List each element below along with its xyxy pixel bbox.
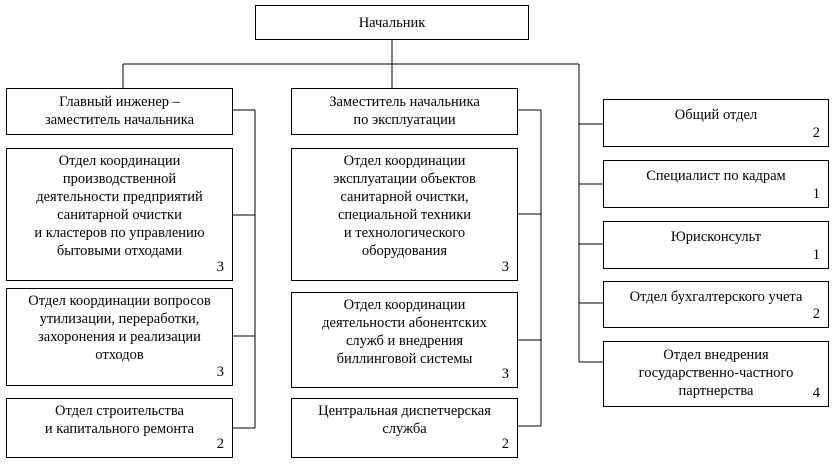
- middle-dept-1-label: Отдел координации эксплуатации объектов …: [333, 153, 476, 259]
- right-dept-1-box: Общий отдел 2: [603, 99, 829, 147]
- left-dept-2-count: 3: [216, 364, 224, 380]
- right-dept-4-label: Отдел бухгалтерского учета: [629, 289, 803, 305]
- left-dept-2-box: Отдел координации вопросов утилизации, п…: [6, 288, 233, 386]
- right-dept-2-count: 1: [812, 186, 820, 202]
- middle-dept-1-box: Отдел координации эксплуатации объектов …: [291, 148, 518, 281]
- chief-engineer-label: Главный инженер – заместитель начальника: [44, 94, 194, 128]
- head-label: Начальник: [358, 15, 426, 31]
- right-dept-5-box: Отдел внедрения государственно-частного …: [603, 341, 829, 407]
- right-dept-3-label: Юрисконсульт: [670, 229, 762, 245]
- deputy-ops-label: Заместитель начальника по эксплуатации: [329, 94, 480, 128]
- right-dept-4-box: Отдел бухгалтерского учета 2: [603, 281, 829, 328]
- left-dept-1-count: 3: [216, 259, 224, 275]
- right-dept-4-count: 2: [812, 306, 820, 322]
- left-dept-3-label: Отдел строительства и капитального ремон…: [44, 403, 195, 437]
- left-dept-3-box: Отдел строительства и капитального ремон…: [6, 398, 233, 458]
- left-dept-2-label: Отдел координации вопросов утилизации, п…: [28, 293, 211, 363]
- middle-dept-3-count: 2: [501, 436, 509, 452]
- right-dept-5-count: 4: [812, 385, 820, 401]
- middle-dept-3-box: Центральная диспетчерская служба 2: [291, 398, 518, 458]
- left-dept-3-count: 2: [216, 436, 224, 452]
- chief-engineer-box: Главный инженер – заместитель начальника: [6, 88, 233, 135]
- left-dept-1-box: Отдел координации производственной деяте…: [6, 148, 233, 281]
- middle-dept-1-count: 3: [501, 259, 509, 275]
- right-dept-5-label: Отдел внедрения государственно-частного …: [638, 347, 794, 399]
- right-dept-2-box: Специалист по кадрам 1: [603, 160, 829, 208]
- middle-dept-2-count: 3: [501, 366, 509, 382]
- head-box: Начальник: [255, 5, 529, 40]
- middle-dept-3-label: Центральная диспетчерская служба: [318, 403, 491, 437]
- left-dept-1-label: Отдел координации производственной деяте…: [34, 153, 205, 259]
- middle-dept-2-label: Отдел координации деятельности абонентск…: [322, 297, 487, 367]
- right-dept-3-box: Юрисконсульт 1: [603, 221, 829, 269]
- right-dept-3-count: 1: [812, 247, 820, 263]
- middle-dept-2-box: Отдел координации деятельности абонентск…: [291, 292, 518, 388]
- right-dept-2-label: Специалист по кадрам: [646, 168, 786, 184]
- right-dept-1-label: Общий отдел: [674, 107, 758, 123]
- deputy-ops-box: Заместитель начальника по эксплуатации: [291, 88, 518, 135]
- right-dept-1-count: 2: [812, 125, 820, 141]
